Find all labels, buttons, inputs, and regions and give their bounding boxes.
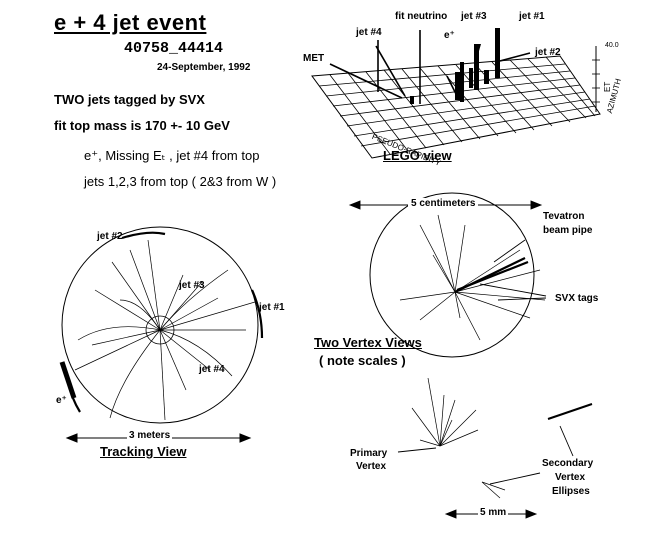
lego-label-jet1: jet #1 (519, 11, 545, 22)
vertex-label-primary: Primary (350, 448, 388, 459)
decay-note-1: e⁺, Missing Eₜ , jet #4 from top (84, 148, 260, 163)
svx-tag-note: TWO jets tagged by SVX (54, 92, 205, 107)
vertex-label-ellipses: Ellipses (552, 486, 590, 497)
top-mass-note: fit top mass is 170 +- 10 GeV (54, 118, 230, 133)
vertex-label-secondary: Secondary (542, 458, 594, 469)
tracking-label-eplus: e⁺ (56, 395, 67, 406)
lego-label-eplus: e⁺ (444, 30, 455, 41)
vertex-views-caption: Two Vertex Views (314, 335, 422, 350)
tracking-label-jet4: jet #4 (199, 364, 225, 375)
lego-view-caption: LEGO view (383, 148, 452, 163)
event-title: e + 4 jet event (54, 10, 207, 35)
tracking-label-jet2: jet #2 (97, 231, 123, 242)
lego-label-jet4: jet #4 (356, 27, 382, 38)
tracking-label-jet3: jet #3 (179, 280, 205, 291)
event-date: 24-September, 1992 (157, 62, 251, 73)
tracking-view-caption: Tracking View (100, 444, 187, 459)
lego-label-fit-neutrino: fit neutrino (395, 11, 448, 22)
vertex-scale-mm-label: 5 mm (478, 507, 509, 518)
vertex-label-svx-tags: SVX tags (555, 293, 599, 304)
tracking-label-jet1: jet #1 (259, 302, 285, 313)
vertex-label-beam-pipe: beam pipe (543, 225, 593, 236)
tracking-scale-label: 3 meters (127, 430, 173, 441)
lego-et-scale: 40.0 (605, 42, 619, 49)
lego-label-met: MET (303, 53, 325, 64)
vertex-views-subcaption: ( note scales ) (319, 353, 406, 368)
vertex-scale-cm-label: 5 centimeters (408, 198, 479, 209)
event-id: 40758_44414 (124, 40, 224, 57)
lego-label-jet3: jet #3 (461, 11, 487, 22)
vertex-label-tevatron: Tevatron (543, 211, 585, 222)
decay-note-2: jets 1,2,3 from top ( 2&3 from W ) (84, 174, 277, 189)
vertex-label-primary-vertex: Vertex (356, 461, 387, 472)
vertex-label-secondary-vertex: Vertex (555, 472, 586, 483)
lego-label-jet2: jet #2 (535, 47, 561, 58)
